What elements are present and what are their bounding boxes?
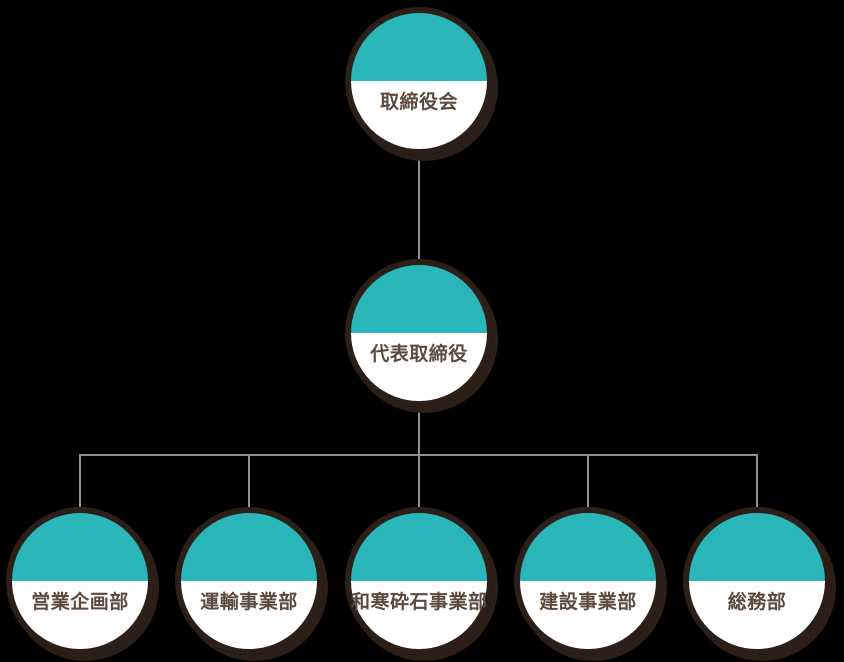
connector-drop-construction-business bbox=[587, 455, 589, 525]
node-label: 取締役会 bbox=[379, 91, 458, 113]
node-label: 建設事業部 bbox=[539, 591, 637, 613]
node-label: 和寒砕石事業部 bbox=[351, 591, 488, 613]
node-label: 総務部 bbox=[727, 591, 787, 613]
node-label: 営業企画部 bbox=[31, 591, 129, 613]
connector-drop-general-affairs bbox=[756, 455, 758, 525]
node-label: 運輸事業部 bbox=[200, 591, 298, 613]
node-sales-planning-dept: 営業企画部 bbox=[6, 507, 154, 655]
node-construction-business-dept: 建設事業部 bbox=[514, 507, 662, 655]
node-general-affairs-dept: 総務部 bbox=[683, 507, 831, 655]
node-transport-business-dept: 運輸事業部 bbox=[175, 507, 323, 655]
connector-drop-wassamu-crushed-stone bbox=[418, 455, 420, 525]
connector-drop-transport-business bbox=[248, 455, 250, 525]
connector-drop-sales-planning bbox=[79, 455, 81, 525]
node-representative-director: 代表取締役 bbox=[345, 259, 493, 407]
node-wassamu-crushed-stone-dept: 和寒砕石事業部 bbox=[345, 507, 493, 655]
node-board-of-directors: 取締役会 bbox=[345, 7, 493, 155]
node-label: 代表取締役 bbox=[370, 343, 468, 365]
